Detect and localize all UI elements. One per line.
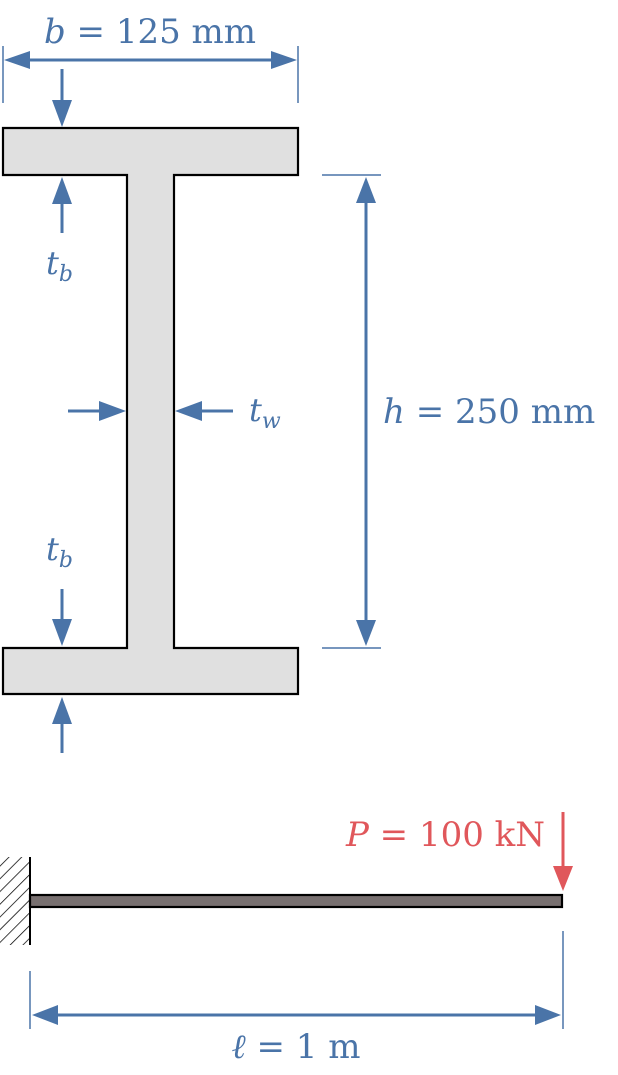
height-label: h = 250 mm xyxy=(383,392,595,432)
arrowhead-down-icon xyxy=(356,620,376,646)
arrow-left-icon xyxy=(175,401,202,421)
arrow-down-icon xyxy=(553,866,573,891)
arrow-right-icon xyxy=(99,401,126,421)
arrowhead-right-icon xyxy=(535,1005,561,1025)
web-thickness-arrows xyxy=(68,401,233,421)
i-beam-section xyxy=(1,126,300,696)
arrow-up-icon xyxy=(52,697,72,724)
arrow-up-icon xyxy=(52,177,72,204)
cantilever-beam xyxy=(28,893,564,909)
arrowhead-right-icon xyxy=(271,51,297,69)
arrow-down-icon xyxy=(52,619,72,646)
point-load-arrow xyxy=(553,812,573,891)
length-dimension xyxy=(29,931,564,1029)
width-dimension xyxy=(2,46,299,103)
arrow-down-icon xyxy=(52,100,72,127)
top-flange-thickness-label: tb xyxy=(46,244,73,287)
load-label: P = 100 kN xyxy=(345,815,545,855)
top-flange-thickness-arrows xyxy=(52,69,72,233)
height-dimension xyxy=(322,174,381,649)
arrowhead-up-icon xyxy=(356,177,376,203)
length-label: ℓ = 1 m xyxy=(232,1027,361,1067)
bottom-flange-thickness-label: tb xyxy=(46,530,73,573)
arrowhead-left-icon xyxy=(32,1005,58,1025)
width-label: b = 125 mm xyxy=(44,12,256,52)
arrowhead-left-icon xyxy=(4,51,30,69)
bottom-flange-thickness-arrows xyxy=(52,589,72,753)
fixed-support xyxy=(0,857,31,945)
web-thickness-label: tw xyxy=(249,391,281,434)
